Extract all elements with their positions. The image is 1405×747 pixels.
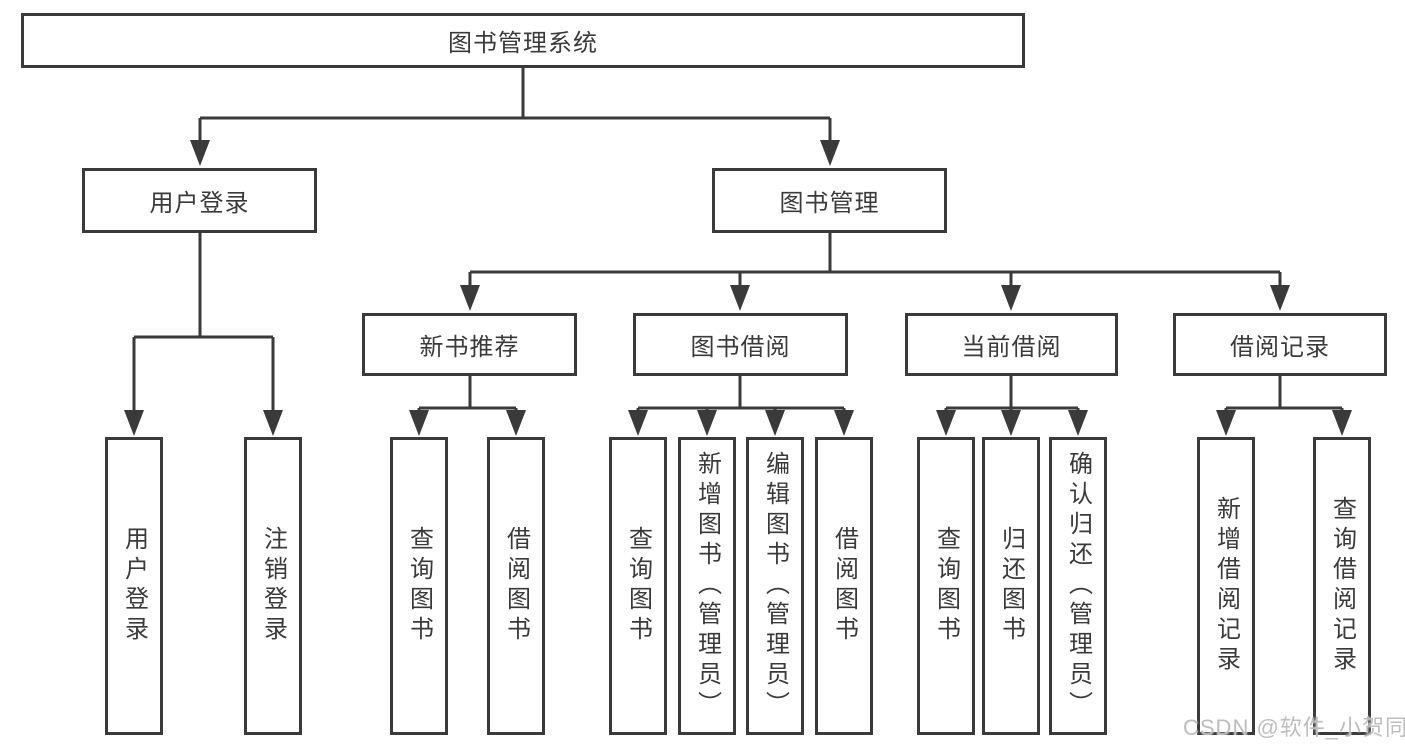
- leaf-logout: 注销登录: [244, 437, 302, 735]
- leaf-label: 查询借阅记录: [1328, 496, 1356, 676]
- node-current-borrowing: 当前借阅: [905, 313, 1118, 376]
- leaf-borrow-books-recommend: 借阅图书: [487, 437, 545, 735]
- arrow-down-icon: [409, 410, 429, 436]
- leaf-label: 用户登录: [120, 526, 148, 646]
- leaf-label: 编辑图书（管理员）: [761, 451, 789, 721]
- leaf-label: 借阅图书: [502, 526, 530, 646]
- arrow-down-icon: [765, 410, 785, 436]
- node-book-borrowing-label: 图书借阅: [690, 334, 791, 361]
- arrow-down-icon: [628, 410, 648, 436]
- arrow-down-icon: [1216, 410, 1236, 436]
- connector-user-login-to-leaves: [132, 233, 275, 415]
- arrow-down-icon: [506, 410, 526, 436]
- leaf-label: 查询图书: [932, 526, 960, 646]
- leaf-add-borrow-record: 新增借阅记录: [1197, 437, 1255, 735]
- arrow-down-icon: [1332, 410, 1352, 436]
- node-new-book-recommend-label: 新书推荐: [419, 334, 520, 361]
- arrow-down-icon: [936, 410, 956, 436]
- connector-root-to-level2: [198, 68, 832, 146]
- arrow-down-icon: [834, 410, 854, 436]
- leaf-label: 新增图书（管理员）: [693, 451, 721, 721]
- node-current-borrowing-label: 当前借阅: [961, 334, 1062, 361]
- leaf-query-borrow-record: 查询借阅记录: [1313, 437, 1371, 735]
- leaf-label: 借阅图书: [830, 526, 858, 646]
- arrow-down-icon: [820, 140, 840, 166]
- node-user-login: 用户登录: [82, 168, 317, 233]
- arrow-down-icon: [190, 140, 210, 166]
- leaf-return-books: 归还图书: [982, 437, 1040, 735]
- arrow-down-icon: [730, 285, 750, 311]
- arrow-down-icon: [1068, 410, 1088, 436]
- connector-current-borrow-to-leaves: [944, 376, 1080, 415]
- connector-lines: [132, 68, 1344, 415]
- arrow-down-icon: [1001, 410, 1021, 436]
- leaf-confirm-return-admin: 确认归还（管理员）: [1049, 437, 1107, 735]
- arrow-down-icon: [460, 285, 480, 311]
- arrowheads: [124, 140, 1352, 436]
- connector-book-mgmt-to-level3: [468, 233, 1282, 291]
- leaf-label: 归还图书: [997, 526, 1025, 646]
- node-book-borrowing: 图书借阅: [633, 313, 848, 376]
- leaf-user-login: 用户登录: [105, 437, 163, 735]
- watermark-text: CSDN @软件_小贺同学: [1183, 715, 1405, 740]
- leaf-label: 注销登录: [259, 526, 287, 646]
- leaf-edit-books-admin: 编辑图书（管理员）: [746, 437, 804, 735]
- leaf-add-books-admin: 新增图书（管理员）: [678, 437, 736, 735]
- leaf-query-books-recommend: 查询图书: [390, 437, 448, 735]
- node-borrowing-records-label: 借阅记录: [1230, 334, 1330, 361]
- leaf-label: 查询图书: [405, 526, 433, 646]
- node-user-login-label: 用户登录: [149, 190, 250, 217]
- connector-borrow-records-to-leaves: [1224, 376, 1344, 415]
- arrow-down-icon: [697, 410, 717, 436]
- node-new-book-recommend: 新书推荐: [362, 313, 577, 376]
- node-book-management: 图书管理: [712, 168, 947, 233]
- arrow-down-icon: [1270, 285, 1290, 311]
- leaf-query-books-current: 查询图书: [917, 437, 975, 735]
- leaf-label: 确认归还（管理员）: [1064, 451, 1092, 721]
- connector-new-book-rec-to-leaves: [417, 376, 518, 415]
- node-borrowing-records: 借阅记录: [1173, 313, 1387, 376]
- leaf-borrow-books: 借阅图书: [815, 437, 873, 735]
- arrow-down-icon: [124, 410, 144, 436]
- leaf-label: 查询图书: [624, 526, 652, 646]
- arrow-down-icon: [263, 410, 283, 436]
- connector-book-borrow-to-leaves: [636, 376, 846, 415]
- leaf-query-books-borrow: 查询图书: [609, 437, 667, 735]
- leaf-label: 新增借阅记录: [1212, 496, 1240, 676]
- node-root-label: 图书管理系统: [448, 30, 598, 57]
- node-book-management-label: 图书管理: [779, 190, 880, 217]
- arrow-down-icon: [1001, 285, 1021, 311]
- node-root: 图书管理系统: [21, 13, 1025, 68]
